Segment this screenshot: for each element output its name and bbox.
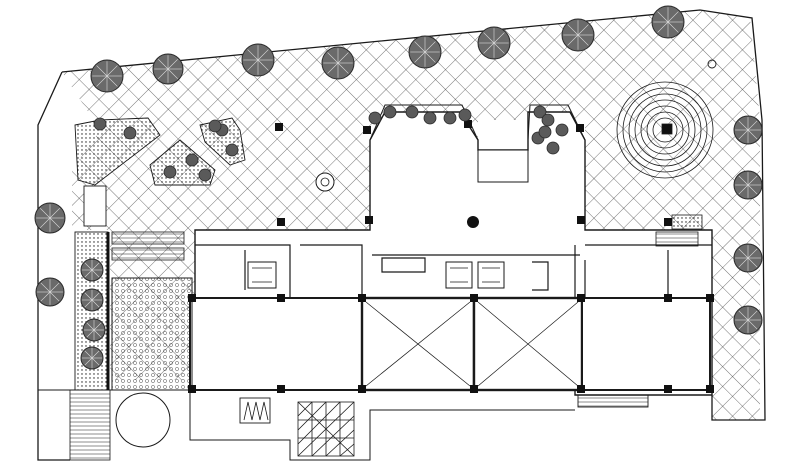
volume-east	[581, 297, 711, 391]
elevator-core	[247, 261, 277, 289]
tree-symbol	[733, 170, 763, 200]
tree-symbol	[477, 26, 511, 60]
entry-recess	[477, 149, 529, 183]
tree-symbol	[80, 288, 104, 312]
structural-column	[464, 120, 472, 128]
round-pool	[115, 392, 171, 448]
stair-flight-west	[111, 231, 185, 261]
tree-symbol	[152, 53, 184, 85]
shrub-cluster	[163, 165, 177, 179]
structural-column	[470, 385, 478, 393]
structural-column	[470, 294, 478, 302]
shrubs-layer	[93, 105, 569, 182]
structural-column	[358, 294, 366, 302]
zigzag-marks	[243, 401, 269, 421]
structural-column	[365, 216, 373, 224]
elevator-core	[477, 261, 505, 289]
shrub-cluster	[423, 111, 437, 125]
tree-symbol	[35, 277, 65, 307]
structural-column	[577, 294, 585, 302]
structural-column	[664, 218, 672, 226]
tree-symbol	[733, 243, 763, 273]
shrub-cluster	[93, 117, 107, 131]
tree-symbol	[80, 346, 104, 370]
shrub-cluster	[198, 168, 212, 182]
shrub-cluster	[405, 105, 419, 119]
structural-column	[277, 294, 285, 302]
shrub-cluster	[185, 153, 199, 167]
structural-column	[577, 216, 585, 224]
tree-symbol	[321, 46, 355, 80]
structural-column	[664, 385, 672, 393]
dotted-lawn	[111, 277, 193, 391]
elevator-marks	[252, 267, 500, 283]
stair-landing-east	[671, 214, 703, 230]
structural-columns	[188, 120, 714, 393]
shrub-cluster	[225, 143, 239, 157]
shrub-cluster	[555, 123, 569, 137]
tree-symbol	[34, 202, 66, 234]
volume-west	[189, 297, 363, 391]
shrub-cluster	[538, 125, 552, 139]
tree-symbol	[408, 35, 442, 69]
lobby-column	[467, 216, 479, 228]
structural-column	[275, 123, 283, 131]
parking-grid	[297, 401, 355, 457]
tree-symbol	[82, 318, 106, 342]
tree-symbol	[733, 305, 763, 335]
structural-column	[188, 294, 196, 302]
spiral-garden	[616, 81, 714, 179]
structural-column	[576, 124, 584, 132]
tree-symbol	[90, 59, 124, 93]
tree-symbol	[241, 43, 275, 77]
lower-building	[189, 296, 711, 392]
garden-marker	[707, 59, 717, 69]
atrium-crosses	[365, 301, 579, 387]
shrub-cluster	[533, 105, 547, 119]
structural-column	[664, 294, 672, 302]
shrub-cluster	[443, 111, 457, 125]
elevator-cores	[247, 261, 505, 289]
trees-layer	[34, 5, 763, 370]
structural-column	[358, 385, 366, 393]
fountain-inner	[320, 177, 330, 187]
interior-walls	[195, 244, 712, 298]
shrub-cluster	[383, 105, 397, 119]
shrub-cluster	[458, 108, 472, 122]
north-canopy-right	[527, 104, 586, 141]
structural-column	[363, 126, 371, 134]
elevator-core	[445, 261, 473, 289]
shrub-cluster	[123, 126, 137, 140]
tree-symbol	[80, 258, 104, 282]
structural-column	[188, 385, 196, 393]
shrub-cluster	[546, 141, 560, 155]
south-ramp	[69, 389, 111, 461]
shrub-cluster	[368, 111, 382, 125]
south-bench	[577, 394, 649, 408]
tree-symbol	[733, 115, 763, 145]
tree-symbol	[651, 5, 685, 39]
structural-column	[277, 218, 285, 226]
tree-symbol	[561, 18, 595, 52]
left-walkway	[83, 185, 107, 227]
shrub-cluster	[208, 119, 222, 133]
stair-flight-east	[655, 231, 699, 247]
zigzag-stair	[239, 397, 271, 424]
structural-column	[577, 385, 585, 393]
structural-column	[706, 294, 714, 302]
structural-column	[277, 385, 285, 393]
structural-column	[706, 385, 714, 393]
fountain-circle	[315, 172, 335, 192]
shrub-cluster	[541, 113, 555, 127]
